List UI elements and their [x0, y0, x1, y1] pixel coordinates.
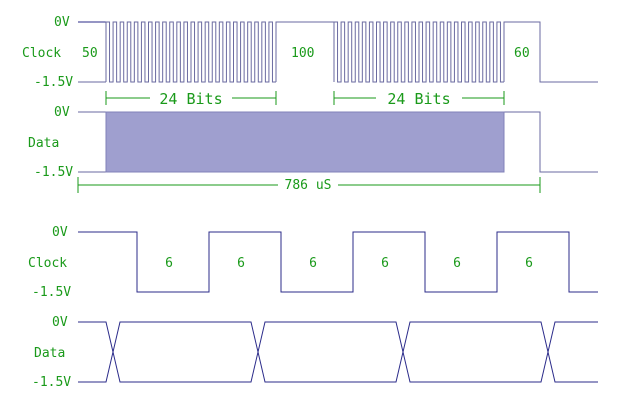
top-data-0v-label: 0V — [54, 105, 70, 120]
bottom-data-eye-upper — [78, 321, 598, 383]
top-clock-seg-label-2: 100 — [291, 46, 314, 61]
top-clock-0v-label: 0V — [54, 15, 70, 30]
top-clock-low-label: -1.5V — [34, 75, 73, 90]
duration-dimension: 786 uS — [77, 177, 541, 193]
bottom-data-name: Data — [34, 346, 65, 361]
bottom-clock-trace — [78, 231, 598, 293]
bits-dimension-1: 24 Bits — [105, 90, 277, 108]
bottom-clock-pulse-label-2: 6 — [237, 256, 245, 271]
bottom-clock-name: Clock — [28, 256, 67, 271]
top-data-low-label: -1.5V — [34, 165, 73, 180]
bottom-data-trace — [78, 321, 598, 383]
top-clock-burst-2 — [333, 21, 504, 83]
top-data-trace — [78, 111, 598, 173]
bits-dimension-2: 24 Bits — [333, 90, 505, 108]
top-clock-name: Clock — [22, 46, 61, 61]
top-clock-seg-label-3: 60 — [514, 46, 530, 61]
bottom-clock-0v-label: 0V — [52, 225, 68, 240]
bottom-clock-pulse-label-5: 6 — [453, 256, 461, 271]
top-data-name: Data — [28, 136, 59, 151]
top-clock-idle-right — [503, 21, 598, 83]
bits-label-1: 24 Bits — [159, 90, 222, 108]
bottom-clock-pulse-label-6: 6 — [525, 256, 533, 271]
bottom-clock-pulse-label-4: 6 — [381, 256, 389, 271]
top-data-fill — [105, 111, 505, 173]
bottom-data-low-label: -1.5V — [32, 375, 71, 390]
bottom-data-eye-lower — [78, 321, 598, 383]
bottom-clock-pulse-label-3: 6 — [309, 256, 317, 271]
top-clock-trace — [78, 21, 598, 83]
bits-label-2: 24 Bits — [387, 90, 450, 108]
top-clock-burst-1 — [105, 21, 276, 83]
top-clock-seg-label-1: 50 — [82, 46, 98, 61]
bottom-clock-wave — [78, 231, 598, 293]
duration-label: 786 uS — [285, 178, 332, 193]
bottom-data-0v-label: 0V — [52, 315, 68, 330]
bottom-clock-low-label: -1.5V — [32, 285, 71, 300]
bottom-clock-pulse-label-1: 6 — [165, 256, 173, 271]
